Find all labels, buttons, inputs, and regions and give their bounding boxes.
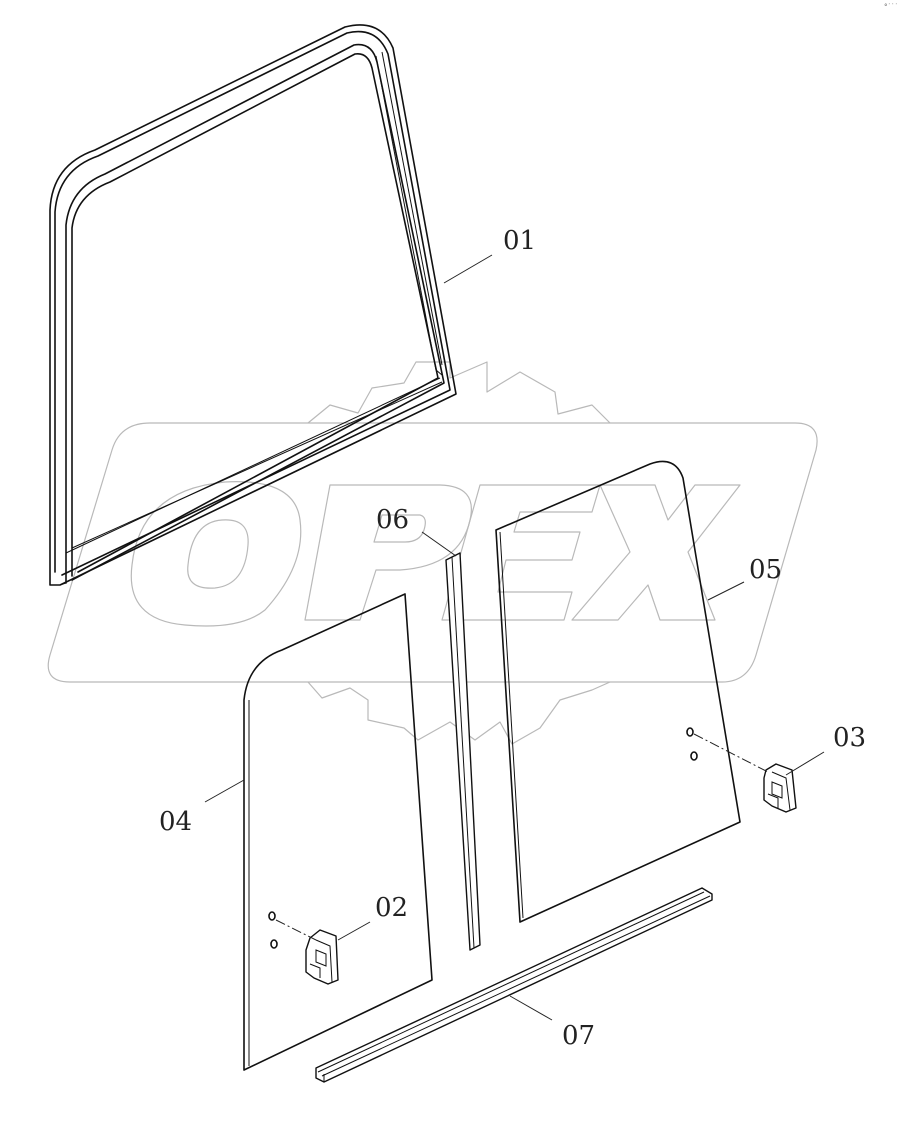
callout-04: 04: [159, 807, 192, 837]
leader-02: [337, 921, 371, 941]
watermark: [47, 361, 818, 745]
part-04-hole-lower: [270, 939, 278, 949]
part-02-latch: [305, 929, 339, 985]
watermark-letter-e: [441, 484, 601, 621]
leader-01: [443, 254, 493, 284]
part-05-hole-upper: [686, 727, 694, 737]
callout-03: 03: [833, 723, 866, 753]
part-04-left-glass: [243, 593, 433, 1071]
leader-03: [785, 751, 825, 776]
callout-01: 01: [503, 226, 536, 256]
watermark-banner: [47, 422, 818, 683]
part-04-hole-upper: [268, 911, 276, 921]
corner-mark: °˙˙˙: [884, 3, 898, 11]
leader-02-dash: [275, 919, 317, 941]
leader-03-dash: [693, 733, 769, 773]
part-06-vertical-seal: [445, 552, 481, 951]
callout-05: 05: [749, 555, 782, 585]
watermark-letter-o: [130, 481, 302, 627]
watermark-letter-x: [571, 484, 741, 621]
callout-06: 06: [376, 505, 409, 535]
part-03-latch: [763, 763, 797, 813]
watermark-gear-top: [307, 361, 611, 424]
part-05-hole-lower: [690, 751, 698, 761]
leader-07: [509, 995, 553, 1021]
callout-labels: 01 02 03 04 05 06 07: [159, 226, 866, 1051]
leader-04: [204, 779, 245, 803]
part-07-bottom-seal: [315, 887, 713, 1083]
leader-05: [707, 581, 745, 601]
leader-lines: [204, 254, 825, 1021]
callout-02: 02: [375, 893, 408, 923]
part-05-right-glass: [495, 460, 741, 923]
leader-06: [421, 531, 457, 557]
watermark-letter-p: [304, 484, 472, 621]
callout-07: 07: [562, 1021, 595, 1051]
watermark-gear-bottom: [307, 681, 611, 745]
part-01-window-frame: [49, 24, 457, 586]
